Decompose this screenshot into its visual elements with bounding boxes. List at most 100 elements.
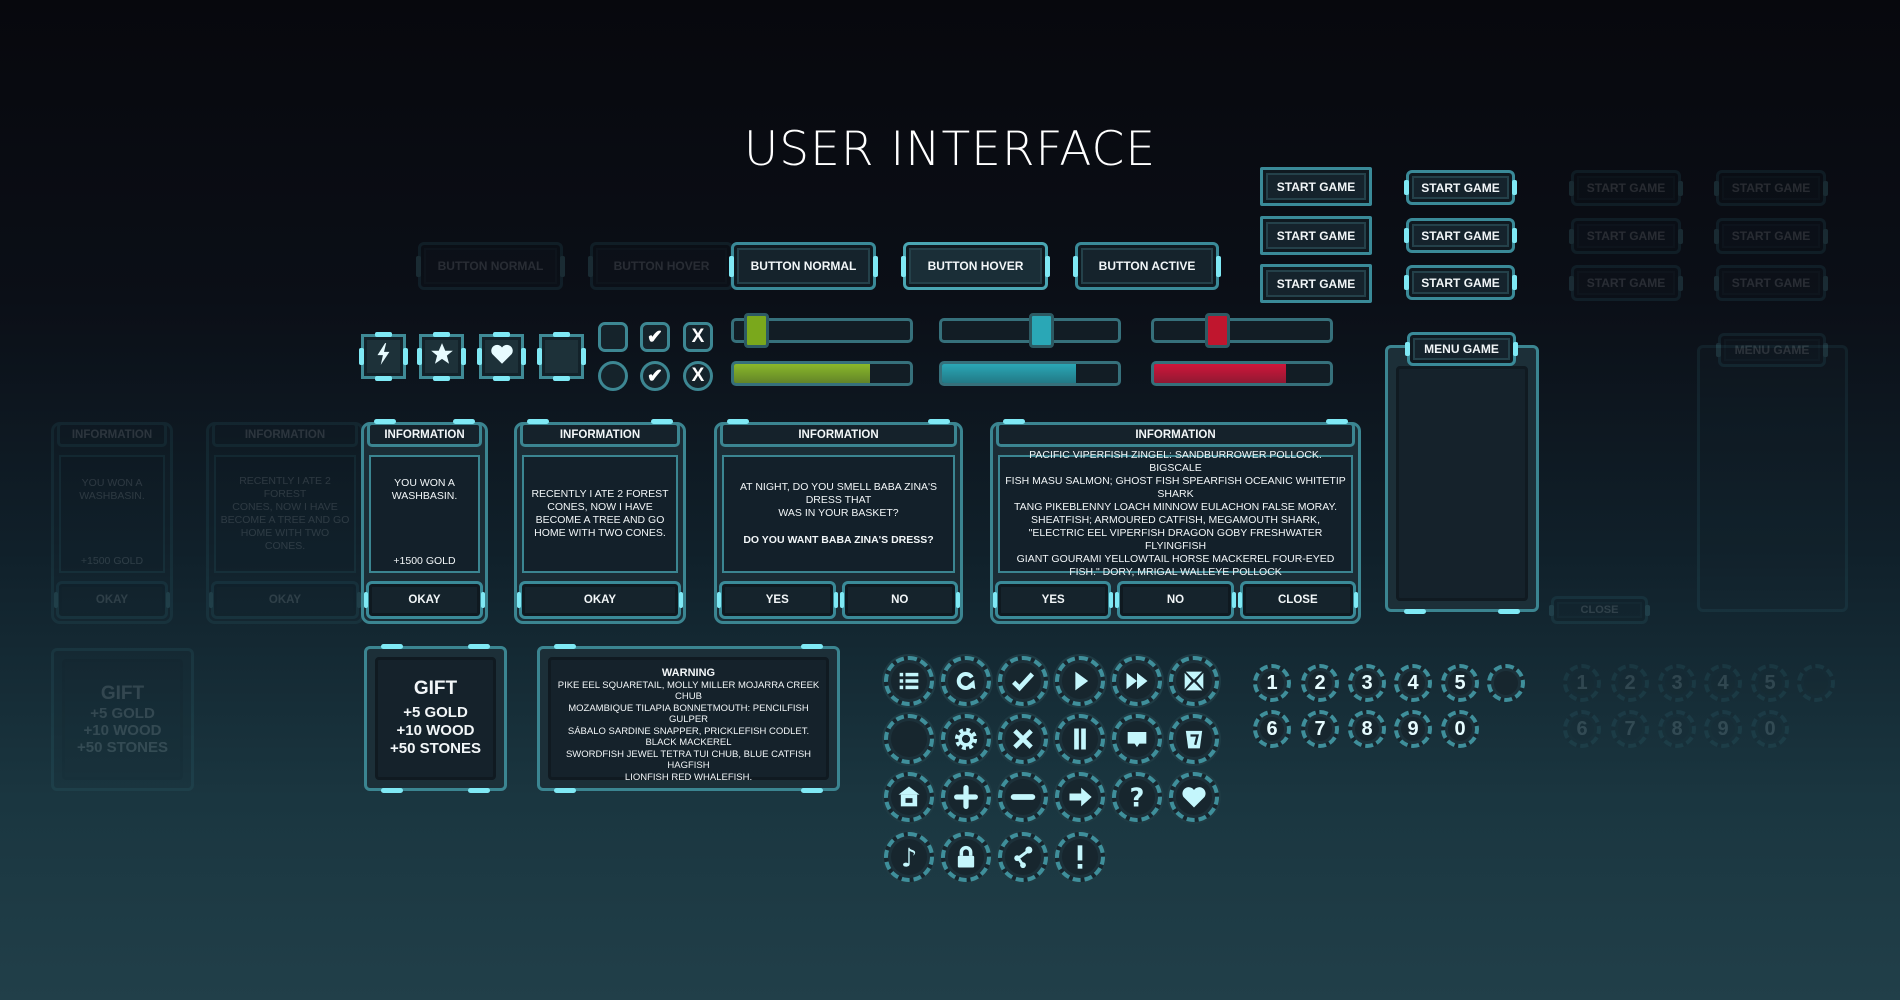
panel-text-line: WAS IN YOUR BASKET? — [778, 507, 899, 519]
close-icon — [1009, 725, 1037, 753]
panel-text: AT NIGHT, DO YOU SMELL BABA ZINA'S DRESS… — [722, 455, 955, 573]
page-title: USER INTERFACE — [743, 122, 1157, 177]
number-button-2[interactable]: 2 — [1301, 664, 1339, 702]
number-button-3[interactable]: 3 — [1348, 664, 1386, 702]
number-button-8[interactable]: 8 — [1348, 710, 1386, 748]
menu-title-label: MENU GAME — [1424, 342, 1499, 356]
check-button[interactable] — [998, 656, 1048, 706]
checkbox-round[interactable]: ✔ — [640, 361, 670, 391]
ghost-start-game-button: START GAME — [1569, 218, 1683, 254]
number-button-5[interactable]: 5 — [1441, 664, 1479, 702]
button-active[interactable]: BUTTON ACTIVE — [1073, 242, 1221, 290]
panel-reward: +1500 GOLD — [80, 555, 144, 567]
button-label: START GAME — [1731, 181, 1811, 195]
close-button[interactable] — [998, 714, 1048, 764]
slider-thumb[interactable] — [1204, 313, 1230, 348]
checkbox-round[interactable] — [598, 361, 628, 391]
fast-forward-button[interactable] — [1112, 656, 1162, 706]
panel-text-line: CONES, NOW I HAVE — [232, 501, 338, 513]
panel-text-line: AT NIGHT, DO YOU SMELL BABA ZINA'S DRESS… — [739, 481, 938, 506]
number-button-7[interactable]: 7 — [1301, 710, 1339, 748]
ghost-number-button: 6 — [1563, 710, 1601, 748]
music-note-button[interactable]: ♪ — [884, 832, 934, 882]
panel-buttons: OKAY — [517, 581, 683, 619]
exclamation-button[interactable] — [1055, 832, 1105, 882]
checkbox-square[interactable] — [598, 322, 628, 352]
okay-button[interactable]: OKAY — [517, 581, 683, 619]
play-button[interactable] — [1055, 656, 1105, 706]
gift-line: +5 GOLD — [90, 705, 155, 722]
number-button-0[interactable]: 0 — [1441, 710, 1479, 748]
button-label: BUTTON HOVER — [613, 259, 710, 273]
ghost-button-normal: BUTTON NORMAL — [416, 242, 565, 290]
ghost-number-button: 5 — [1751, 664, 1789, 702]
chat-button[interactable] — [1112, 714, 1162, 764]
slider-thumb[interactable] — [1029, 313, 1055, 348]
trash-button[interactable] — [1169, 714, 1219, 764]
button-normal[interactable]: BUTTON NORMAL — [729, 242, 878, 290]
nub — [527, 419, 549, 424]
panel-text-line: YOU WON A — [394, 477, 455, 489]
question-button[interactable]: ? — [1112, 772, 1162, 822]
toggle-empty[interactable] — [537, 332, 586, 381]
ghost-start-game-button: START GAME — [1714, 170, 1828, 206]
no-button[interactable]: NO — [839, 581, 960, 619]
panel-buttons: OKAY — [54, 581, 170, 619]
nub — [928, 419, 950, 424]
gear-button[interactable] — [941, 714, 991, 764]
close-button[interactable]: CLOSE — [1237, 581, 1359, 619]
ghost-number-button: 0 — [1751, 710, 1789, 748]
checkbox-round[interactable]: X — [683, 361, 713, 391]
arrow-right-button[interactable] — [1055, 772, 1105, 822]
pause-button[interactable] — [1055, 714, 1105, 764]
redo-button[interactable] — [941, 656, 991, 706]
start-game-button[interactable]: START GAME — [1260, 264, 1372, 303]
yes-button[interactable]: YES — [717, 581, 837, 619]
start-game-button[interactable]: START GAME — [1404, 170, 1517, 205]
number-button-empty[interactable] — [1487, 664, 1525, 702]
list-button[interactable] — [884, 656, 934, 706]
okay-button[interactable]: OKAY — [364, 581, 485, 619]
start-game-button[interactable]: START GAME — [1260, 167, 1372, 206]
music-note-icon: ♪ — [895, 843, 923, 871]
slider-track[interactable] — [1151, 318, 1333, 343]
start-game-button[interactable]: START GAME — [1260, 216, 1372, 255]
menu-panel — [1385, 345, 1539, 614]
no-button[interactable]: NO — [1115, 581, 1236, 619]
share-button[interactable] — [998, 832, 1048, 882]
ghost-number-button: 2 — [1611, 664, 1649, 702]
toggle-heart[interactable] — [477, 332, 526, 381]
button-label: START GAME — [1276, 179, 1356, 194]
slider-thumb[interactable] — [744, 313, 770, 348]
ghost-number-button: 3 — [1658, 664, 1696, 702]
toggle-star[interactable] — [417, 332, 466, 381]
yes-button[interactable]: YES — [992, 581, 1114, 619]
minus-button[interactable] — [998, 772, 1048, 822]
button-hover[interactable]: BUTTON HOVER — [901, 242, 1050, 290]
number-button-1[interactable]: 1 — [1253, 664, 1291, 702]
start-game-button[interactable]: START GAME — [1404, 265, 1517, 300]
cancel-button[interactable] — [1169, 656, 1219, 706]
gear-icon — [952, 725, 980, 753]
ghost-close-button: CLOSE — [1549, 596, 1650, 624]
lock-button[interactable] — [941, 832, 991, 882]
number-button-9[interactable]: 9 — [1394, 710, 1432, 748]
nub — [727, 419, 749, 424]
empty-button[interactable] — [884, 714, 934, 764]
checkbox-square[interactable]: ✔ — [640, 322, 670, 352]
number-button-4[interactable]: 4 — [1394, 664, 1432, 702]
heart-button[interactable] — [1169, 772, 1219, 822]
start-game-button[interactable]: START GAME — [1404, 218, 1517, 253]
plus-button[interactable] — [941, 772, 991, 822]
minus-icon — [1009, 783, 1037, 811]
home-button[interactable] — [884, 772, 934, 822]
number-button-6[interactable]: 6 — [1253, 710, 1291, 748]
checkbox-square[interactable]: X — [683, 322, 713, 352]
toggle-lightning[interactable] — [359, 332, 408, 381]
